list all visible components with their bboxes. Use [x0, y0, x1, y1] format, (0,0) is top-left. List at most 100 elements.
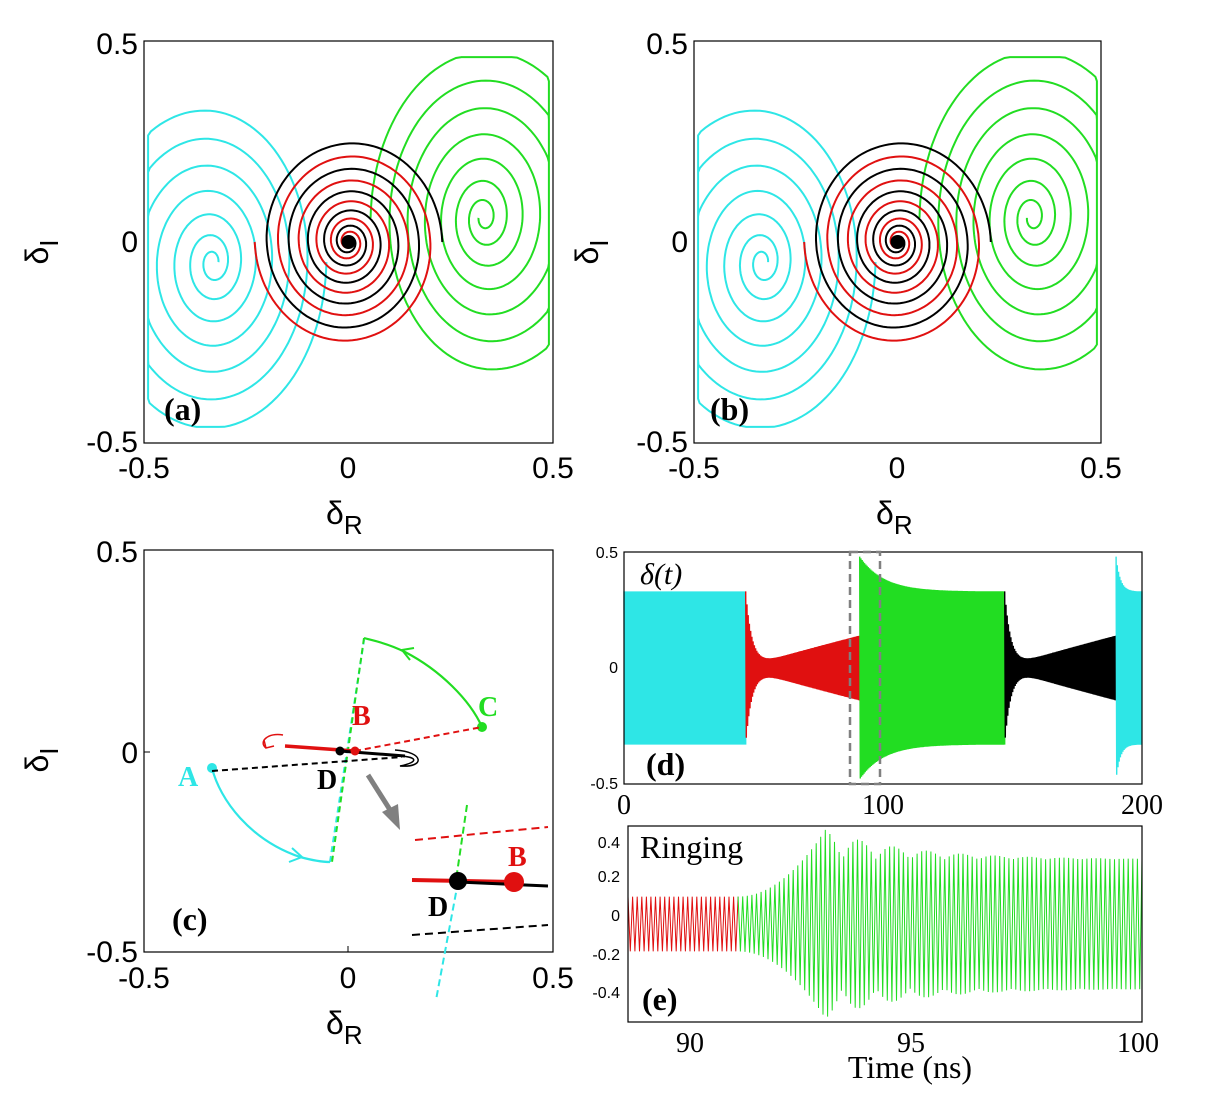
panel-e-signal [627, 829, 1143, 1017]
panel-b-ytick-top: 0.5 [646, 28, 688, 61]
panel-e-label: (e) [642, 981, 678, 1017]
panel-a: 0.5 0 -0.5 -0.5 0 0.5 δR δI (a) [19, 28, 574, 540]
panel-e-ytick-4: -0.2 [592, 947, 620, 964]
b-green-spiral [918, 56, 1098, 371]
panel-a-xtick-left: -0.5 [118, 452, 170, 485]
panel-e: 0.4 0.2 0 -0.2 -0.4 90 95 100 Ringing (e… [592, 825, 1159, 1085]
panel-e-ytick-2: 0.2 [598, 869, 620, 886]
panel-d-segment-2 [859, 556, 1006, 779]
panel-c-point-d [335, 746, 345, 756]
panel-c-ylabel: δI [19, 747, 64, 772]
panel-d-xtick-0: 0 [617, 790, 631, 821]
panel-d-segment-4 [1115, 556, 1143, 775]
inset-red-dashed [414, 826, 549, 841]
panel-d-ytick-bot: -0.5 [590, 776, 618, 793]
panel-e-xtick-95: 95 [897, 1028, 925, 1059]
panel-c-label-c: C [478, 692, 498, 723]
panel-b-xtick-mid: 0 [889, 452, 906, 485]
panel-e-segment-1 [737, 829, 1143, 1017]
panel-d-title: δ(t) [640, 558, 682, 591]
panel-a-xtick-mid: 0 [340, 452, 357, 485]
panel-c-cyan-arrowhead [288, 847, 304, 863]
panel-d-segment-0 [623, 591, 747, 745]
panel-d-xtick-200: 200 [1121, 790, 1163, 821]
panel-d-zoom-box [848, 550, 882, 786]
inset-cyan-dashed [435, 881, 459, 1001]
panel-c: A B C D B D 0.5 0 -0.5 -0.5 0 0.5 δR δI … [19, 536, 574, 1050]
panel-d-xtick-100: 100 [862, 790, 904, 821]
panel-a-xtick-right: 0.5 [532, 452, 574, 485]
panel-a-frame [143, 40, 554, 444]
panel-e-ytick-3: 0 [611, 908, 620, 925]
panel-b-xlabel: δR [876, 495, 913, 540]
panel-c-ytick-mid: 0 [121, 737, 138, 770]
panel-c-black-dashed [211, 756, 403, 772]
panel-b-frame [693, 40, 1102, 444]
panel-c-xtick-right: 0.5 [532, 962, 574, 995]
panel-d: 0.5 0 -0.5 0 100 200 δ(t) (d) [590, 545, 1163, 821]
panel-d-frame [623, 551, 1143, 785]
panel-b-ylabel: δI [569, 239, 614, 264]
panel-b-label: (b) [710, 391, 749, 427]
panel-d-label: (d) [646, 746, 685, 782]
panel-a-ytick-top: 0.5 [96, 28, 138, 61]
panel-b-xtick-right: 0.5 [1080, 452, 1122, 485]
panel-d-ytick-top: 0.5 [596, 545, 618, 562]
panel-c-label-d: D [317, 765, 337, 796]
panel-c-xlabel: δR [326, 1005, 363, 1050]
panel-e-segment-0 [627, 896, 739, 952]
panel-c-point-c [477, 722, 487, 732]
inset-point-b [504, 872, 524, 892]
panel-c-xtick-left: -0.5 [118, 962, 170, 995]
inset-green-dashed [455, 804, 468, 881]
panel-b: 0.5 0 -0.5 -0.5 0 0.5 δR δI (b) [569, 28, 1122, 540]
a-origin-focus [341, 235, 356, 249]
panel-b-ytick-bot: -0.5 [636, 426, 688, 459]
panel-c-green-arrowhead [400, 647, 415, 661]
panel-b-xtick-left: -0.5 [668, 452, 720, 485]
panel-c-point-b [350, 746, 360, 756]
inset-black-segment [457, 880, 549, 888]
panel-e-title: Ringing [640, 829, 743, 865]
b-origin-focus [890, 235, 905, 249]
panel-c-red-dashed [354, 726, 483, 752]
panel-a-label: (a) [164, 391, 201, 427]
panel-c-cyan-trajectory [210, 767, 331, 864]
panel-d-segment-1 [745, 591, 861, 738]
inset-label-b: B [508, 842, 527, 873]
a-cyan-spiral [147, 109, 328, 428]
panel-d-signal [623, 556, 1143, 779]
panel-d-segment-3 [1004, 591, 1117, 738]
a-green-spiral [369, 56, 550, 371]
panel-c-black-segment [339, 749, 406, 758]
panel-a-ytick-mid: 0 [121, 226, 138, 259]
panel-a-ytick-bot: -0.5 [86, 426, 138, 459]
panel-b-ytick-mid: 0 [671, 226, 688, 259]
panel-e-ytick-1: 0.4 [598, 835, 620, 852]
inset-point-d [449, 872, 467, 890]
panel-c-label: (c) [172, 901, 208, 937]
panel-c-zoom-arrowhead [382, 804, 400, 830]
panel-b-curves [697, 56, 1098, 428]
panel-a-xlabel: δR [326, 495, 363, 540]
panel-a-curves [147, 56, 550, 428]
panel-c-label-a: A [178, 762, 199, 793]
panel-e-ytick-5: -0.4 [592, 985, 620, 1002]
panel-c-black-loop [394, 749, 419, 767]
panel-d-ytick-mid: 0 [609, 660, 618, 677]
panel-c-inset [411, 804, 549, 1001]
b-cyan-spiral [697, 109, 877, 428]
panel-c-xtick-mid: 0 [340, 962, 357, 995]
panel-c-green-trajectory [363, 636, 484, 728]
panel-e-xtick-100: 100 [1117, 1028, 1159, 1059]
panel-a-ylabel: δI [19, 239, 64, 264]
panel-e-xlabel: Time (ns) [848, 1049, 972, 1085]
inset-label-d: D [428, 892, 448, 923]
panel-c-label-b: B [352, 701, 371, 732]
panel-e-frame [627, 825, 1143, 1023]
panel-c-red-loop [262, 733, 284, 749]
inset-black-dashed [411, 924, 549, 936]
panel-e-xtick-90: 90 [676, 1028, 704, 1059]
panel-c-zoom-arrow [365, 773, 395, 815]
